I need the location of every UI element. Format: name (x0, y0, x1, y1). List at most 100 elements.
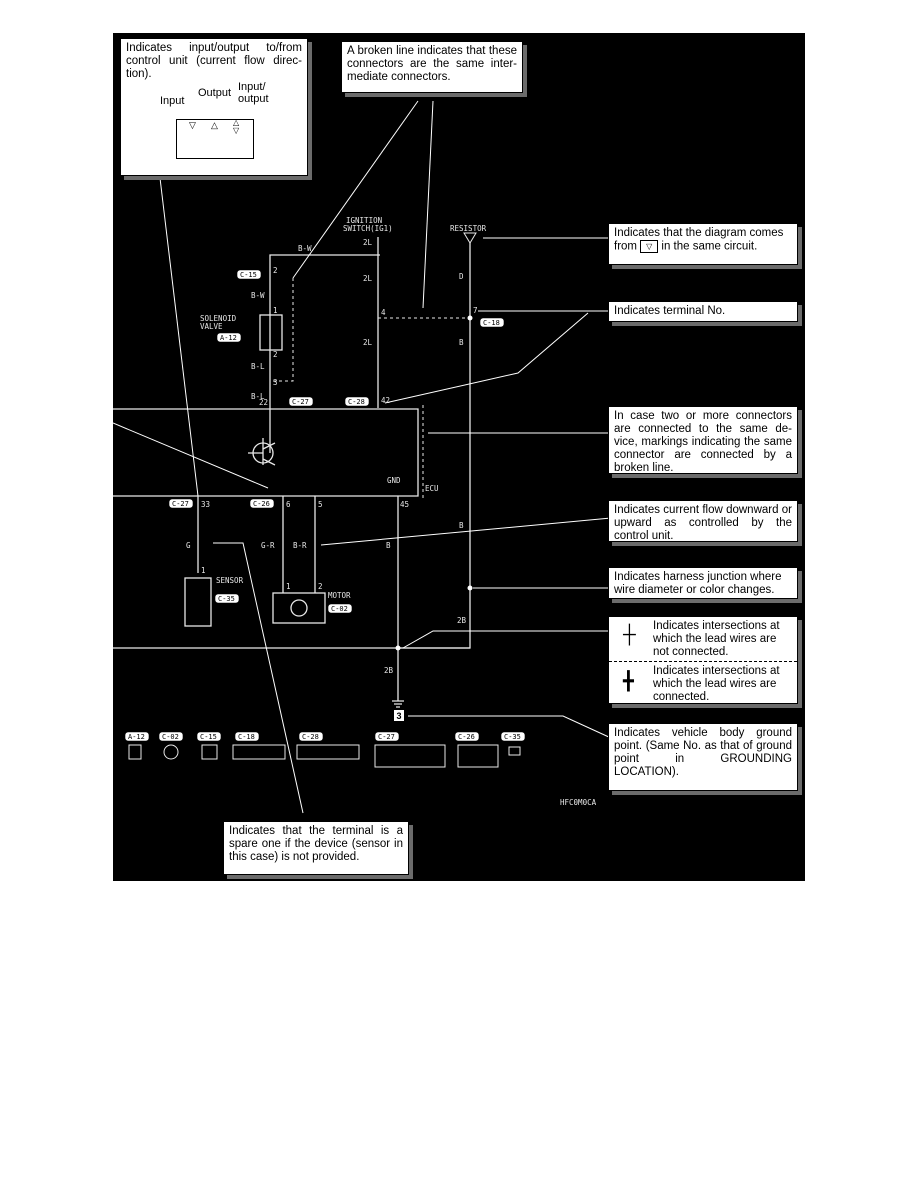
legend-connector-c18: C-18 (232, 731, 286, 760)
wire-label: B-W (298, 244, 312, 253)
pointer-io-2 (113, 422, 269, 489)
legend-connector-c28: C-28 (296, 731, 360, 760)
wire-label: 2L (363, 238, 373, 247)
pointer-current-flow (320, 517, 612, 546)
svg-text:C-15: C-15 (240, 271, 257, 279)
motor-box (272, 592, 326, 624)
legend-connector-c27: C-27 (374, 731, 446, 768)
wiring-schematic: 3 IGNITION SWITCH(IG1) RESISTOR SOLENOID… (113, 100, 612, 814)
svg-text:C-18: C-18 (238, 733, 255, 741)
legend-connector-c02: C-02 (158, 731, 184, 760)
solenoid-valve-box (259, 314, 283, 351)
terminal-number: 2 (273, 350, 278, 359)
callout-text: Indicates that the terminal is a spare o… (229, 825, 403, 863)
broken-line-solenoid (270, 278, 294, 382)
pointer-broken-2 (422, 100, 434, 309)
control-unit-box: ▽ △ △▽ (176, 119, 254, 159)
svg-text:C-26: C-26 (253, 500, 270, 508)
connector-legend: A-12 C-02 C-15 C-18 C-26 C-27 C-28 C-35 (124, 731, 526, 768)
motor-label: MOTOR (328, 591, 351, 600)
svg-text:C-35: C-35 (504, 733, 521, 741)
terminal-number: 1 (273, 306, 278, 315)
pointer-spare (213, 542, 304, 814)
intersection-connected: ╋ Indicates intersections at which the l… (609, 662, 797, 705)
terminal-number: 22 (259, 398, 268, 407)
io-inout-label: Input/ output (238, 81, 269, 105)
svg-text:C-28: C-28 (348, 398, 365, 406)
connector-tag-c18: C-18 (479, 317, 505, 328)
terminal-number: 1 (201, 566, 206, 575)
connector-tag-c15: C-15 (236, 269, 262, 280)
wire-label: D (459, 272, 464, 281)
callout-harness-junction: Indicates harness junction where wire di… (608, 567, 798, 599)
svg-text:C-35: C-35 (218, 595, 235, 603)
terminal-number: 42 (381, 396, 390, 405)
terminal-number: 45 (400, 500, 409, 509)
terminal-number: 3 (273, 378, 278, 387)
sensor-box (184, 577, 212, 627)
sensor-label: SENSOR (216, 576, 244, 585)
callout-text: Indicates terminal No. (614, 305, 726, 317)
junction-dot-gnd (395, 645, 401, 651)
output-arrow-icon: △ (211, 120, 218, 130)
intersection-not-connected: ┼ Indicates intersections at which the l… (609, 617, 797, 662)
pointer-terminal-2 (384, 312, 589, 404)
connector-tag-c26: C-26 (249, 498, 275, 509)
resistor-symbol (463, 232, 477, 244)
callout-text: In case two or more connectors are conne… (614, 410, 792, 474)
terminal-number: 5 (318, 500, 323, 509)
wire-label: G-R (261, 541, 275, 550)
junction-dot-7 (467, 315, 473, 321)
transistor-symbol (248, 438, 276, 466)
callout-broken-line: A broken line indicates that these conne… (341, 41, 523, 93)
resistor-label: RESISTOR (450, 224, 487, 233)
callout-text: A broken line indicates that these conne… (347, 45, 517, 83)
ground-symbol (392, 700, 404, 708)
callout-text: Indicates intersections at which the lea… (653, 620, 780, 658)
terminal-number: 2 (318, 582, 323, 591)
svg-text:C-15: C-15 (200, 733, 217, 741)
wire-label: B-L (251, 362, 265, 371)
pointer-broken-1 (292, 100, 419, 279)
terminal-number: 2 (273, 266, 278, 275)
connector-tag-c28: C-28 (344, 396, 370, 407)
legend-connector-c35: C-35 (500, 731, 526, 756)
svg-text:C-26: C-26 (458, 733, 475, 741)
triangle-a-icon: ▽ (640, 240, 659, 253)
wire-b-w (269, 254, 380, 453)
ignition-label: IGNITION (346, 216, 382, 225)
callout-spare-terminal: Indicates that the terminal is a spare o… (223, 821, 409, 875)
wire-label: B (459, 521, 464, 530)
motor-symbol (290, 599, 308, 617)
input-arrow-icon: ▽ (189, 120, 196, 130)
callout-ground-point: Indicates vehicle body ground point. (Sa… (608, 723, 798, 791)
connector-tag-c27-b: C-27 (168, 498, 194, 509)
callout-text: Indicates intersections at which the lea… (653, 665, 780, 703)
wire-resistor-b (398, 243, 471, 649)
terminal-number: 6 (286, 500, 291, 509)
solenoid-label: SOLENOID (200, 314, 237, 323)
terminal-number: 4 (381, 308, 386, 317)
wire-label: B-L (251, 392, 265, 401)
wire-label: G (186, 541, 191, 550)
svg-text:C-27: C-27 (292, 398, 309, 406)
svg-text:A-12: A-12 (220, 334, 237, 342)
connector-tag-a12: A-12 (216, 332, 242, 343)
callout-text-circuit: in the same circuit. (661, 240, 758, 253)
wire-label: 2L (363, 274, 373, 283)
callout-terminal-number: Indicates terminal No. (608, 301, 798, 322)
ground-number: 3 (397, 711, 402, 721)
svg-text:A-12: A-12 (128, 733, 145, 741)
callout-text: Indicates vehicle body ground point. (Sa… (614, 727, 792, 778)
legend-connector-c15: C-15 (196, 731, 222, 760)
wire-label: B-R (293, 541, 307, 550)
wire-label: B-W (251, 291, 265, 300)
cross-not-connected-icon: ┼ (623, 624, 636, 644)
callout-text: Indicates harness junction where wire di… (614, 571, 782, 596)
junction-dot-harness (467, 585, 473, 591)
callout-text: Indicates input/output to/from control u… (126, 42, 302, 80)
legend-connector-a12: A-12 (124, 731, 150, 760)
io-input-label: Input (160, 95, 185, 107)
terminal-number: 7 (473, 306, 478, 315)
callout-current-flow: Indicates current flow downward or upwar… (608, 500, 798, 542)
